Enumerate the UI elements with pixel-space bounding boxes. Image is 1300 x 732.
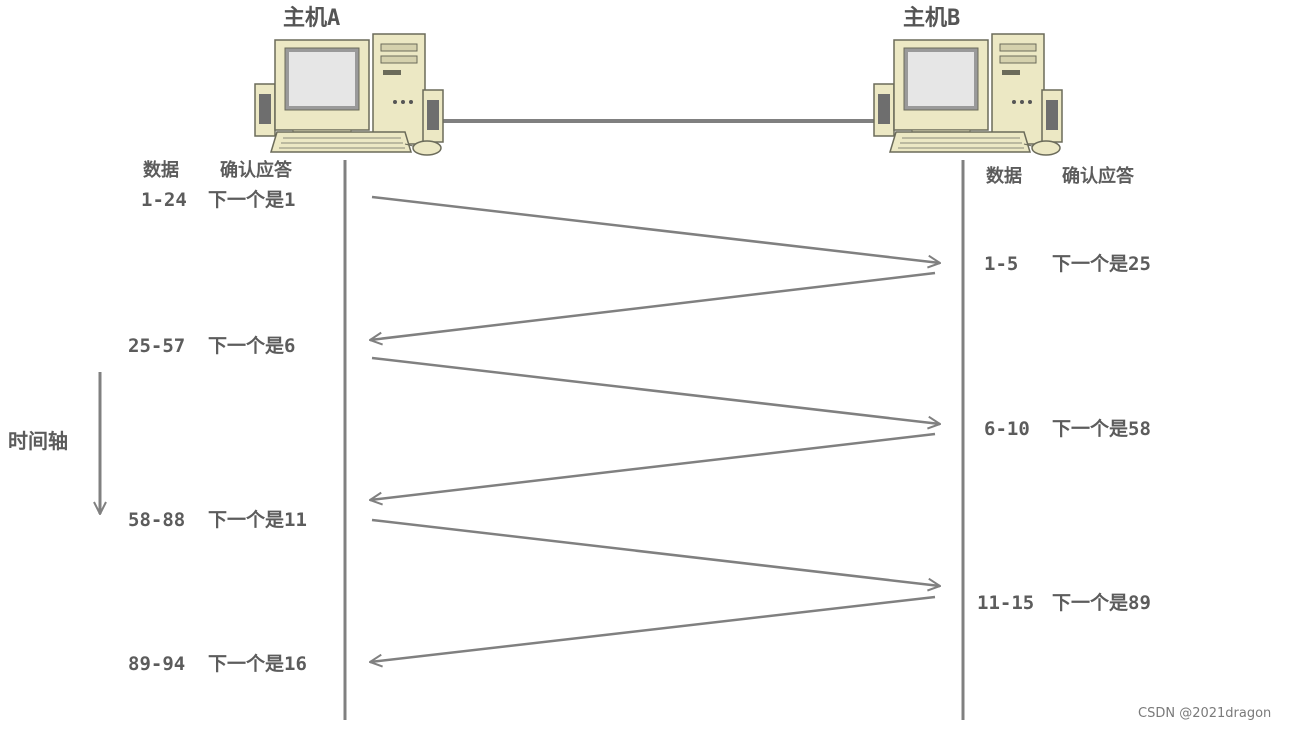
host-a-row-4-data: 89-94	[128, 653, 186, 675]
watermark: CSDN @2021dragon	[1138, 706, 1272, 721]
host-b-row-3-data: 11-15	[977, 592, 1035, 614]
host-a-header-ack: 确认应答	[220, 160, 292, 181]
host-b-header-ack: 确认应答	[1062, 166, 1134, 187]
host-b-row-1-data: 1-5	[984, 253, 1019, 275]
arrow-a-to-b-2	[371, 356, 940, 424]
host-b-row-1-ack: 下一个是25	[1052, 253, 1151, 275]
arrow-b-to-a-3	[370, 595, 936, 662]
host-a-row-2-data: 25-57	[128, 335, 186, 357]
arrow-a-to-b-3	[371, 518, 940, 586]
time-axis-label: 时间轴	[8, 429, 68, 453]
host-b-computer-icon	[873, 33, 1063, 156]
host-b-row-2-data: 6-10	[984, 418, 1030, 440]
host-b-title: 主机B	[903, 6, 961, 31]
host-b-header-data: 数据	[986, 166, 1022, 187]
host-a-row-3-ack: 下一个是11	[208, 509, 307, 531]
host-a-row-1-ack: 下一个是1	[208, 189, 296, 211]
host-a-row-2-ack: 下一个是6	[208, 335, 296, 357]
host-a-header-data: 数据	[143, 160, 179, 181]
host-a-row-1-data: 1-24	[141, 189, 187, 211]
host-a-row-4-ack: 下一个是16	[208, 653, 307, 675]
arrow-a-to-b-1	[371, 195, 940, 263]
host-a-computer-icon	[254, 33, 444, 156]
message-arrows	[370, 195, 940, 662]
host-a-title: 主机A	[283, 6, 341, 31]
host-a-row-3-data: 58-88	[128, 509, 186, 531]
host-b-row-3-ack: 下一个是89	[1052, 592, 1151, 614]
arrow-b-to-a-2	[370, 432, 936, 500]
arrow-b-to-a-1	[370, 271, 936, 340]
host-b-row-2-ack: 下一个是58	[1052, 418, 1151, 440]
